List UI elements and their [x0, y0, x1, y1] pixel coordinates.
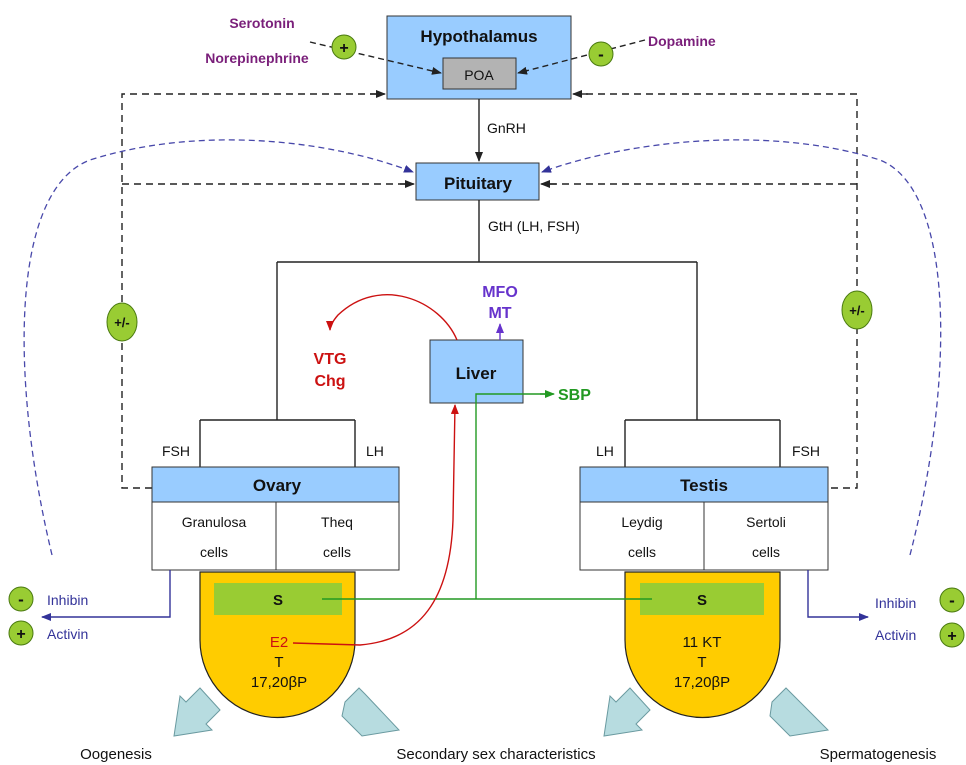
liver-box: [429, 339, 524, 404]
ovary-steroid-box: [214, 583, 342, 615]
pituitary-box: [415, 162, 540, 201]
ovary-header-box: [151, 466, 400, 503]
gth-distribution-lines: [200, 200, 780, 421]
left-inhibin-label: Inhibin: [47, 592, 88, 608]
ovary-t-label: T: [274, 654, 283, 671]
steroid-to-sbp-connector: [322, 393, 652, 600]
testis-t-label: T: [697, 654, 706, 671]
testis-header-box: [579, 466, 829, 503]
granulosa-cells-label-line1: Granulosa: [182, 514, 247, 530]
right-activin-plus-icon: [939, 622, 965, 648]
sertoli-cells-label-line1: Sertoli: [746, 514, 786, 530]
dopamine-to-poa-arrow: [517, 39, 646, 75]
left-feedback-sign-icon: [106, 302, 138, 342]
left-peptide-feedback-curve: [23, 139, 414, 556]
sbp-label: SBP: [558, 387, 591, 404]
minus-sign-icon: [588, 41, 614, 67]
mfo-label: MFO: [482, 284, 518, 301]
liver-title: Liver: [456, 364, 497, 383]
gth-label: GtH (LH, FSH): [488, 218, 580, 234]
theq-cells-label-line2: cells: [323, 544, 351, 560]
poa-box: [442, 57, 517, 90]
testis-title: Testis: [680, 476, 728, 495]
theq-cells-box: [275, 501, 400, 571]
testis-kt-label: 11 KT: [683, 634, 722, 651]
hypothalamus-title: Hypothalamus: [420, 27, 537, 46]
testis-steroid-box: [640, 583, 764, 615]
testis-steroid-label: S: [697, 592, 707, 609]
sertoli-cells-box: [703, 501, 829, 571]
ovary-lh-label: LH: [366, 443, 384, 459]
right-feedback-sign-label: +/-: [849, 303, 865, 318]
chg-label: Chg: [314, 373, 345, 390]
sertoli-cells-label-line2: cells: [752, 544, 780, 560]
oogenesis-block-arrow-icon: [173, 687, 221, 737]
right-activin-plus-label: +: [947, 628, 956, 645]
spermatogenesis-label: Spermatogenesis: [820, 746, 937, 763]
plus-sign-label: +: [339, 40, 348, 57]
right-feedback-loop: [542, 93, 858, 489]
right-feedback-sign-icon: [841, 290, 873, 330]
oogenesis-label: Oogenesis: [80, 746, 152, 763]
testis-secondary-block-arrow-icon: [603, 687, 651, 737]
left-feedback-sign-label: +/-: [114, 315, 130, 330]
serotonin-label: Serotonin: [229, 15, 294, 31]
leydig-cells-label-line1: Leydig: [621, 514, 662, 530]
right-peptide-feedback-curve: [541, 139, 942, 556]
dopamine-label: Dopamine: [648, 33, 716, 49]
norepinephrine-label: Norepinephrine: [205, 50, 309, 66]
ovary-secondary-block-arrow-icon: [341, 687, 401, 737]
ovary-e2-label: E2: [270, 634, 288, 651]
left-activin-plus-label: +: [16, 626, 25, 643]
left-inhibin-minus-label: -: [18, 590, 24, 609]
right-activin-label: Activin: [875, 627, 916, 643]
pituitary-title: Pituitary: [444, 174, 513, 193]
granulosa-cells-label-line2: cells: [200, 544, 228, 560]
left-inhibin-activin-arrow: [41, 570, 171, 621]
ovary-steroid-label: S: [273, 592, 283, 609]
mt-label: MT: [488, 305, 511, 322]
gnrh-label: GnRH: [487, 120, 526, 136]
testis-fsh-label: FSH: [792, 443, 820, 459]
ovary-fsh-label: FSH: [162, 443, 190, 459]
theq-cells-label-line1: Theq: [321, 514, 353, 530]
right-inhibin-minus-label: -: [949, 591, 955, 610]
ovary-title: Ovary: [253, 476, 302, 495]
vtg-label: VTG: [314, 351, 347, 368]
left-activin-plus-icon: [8, 620, 34, 646]
secondary-sex-characteristics-label: Secondary sex characteristics: [396, 746, 595, 763]
testis-p-label: 17,20βP: [674, 674, 730, 691]
right-inhibin-minus-icon: [939, 587, 965, 613]
spermatogenesis-block-arrow-icon: [769, 687, 830, 737]
granulosa-cells-box: [151, 501, 277, 571]
minus-sign-label: -: [598, 45, 604, 64]
right-inhibin-label: Inhibin: [875, 595, 916, 611]
left-inhibin-minus-icon: [8, 586, 34, 612]
e2-to-liver-arrow: [292, 404, 459, 646]
leydig-cells-box: [579, 501, 705, 571]
leydig-cells-label-line2: cells: [628, 544, 656, 560]
left-feedback-loop: [121, 93, 413, 489]
plus-sign-icon: [331, 34, 357, 60]
left-activin-label: Activin: [47, 626, 88, 642]
liver-to-vtg-arrow: [326, 294, 458, 341]
right-inhibin-activin-arrow: [807, 570, 869, 621]
poa-label: POA: [464, 67, 494, 83]
ovary-p-label: 17,20βP: [251, 674, 307, 691]
testis-lh-label: LH: [596, 443, 614, 459]
